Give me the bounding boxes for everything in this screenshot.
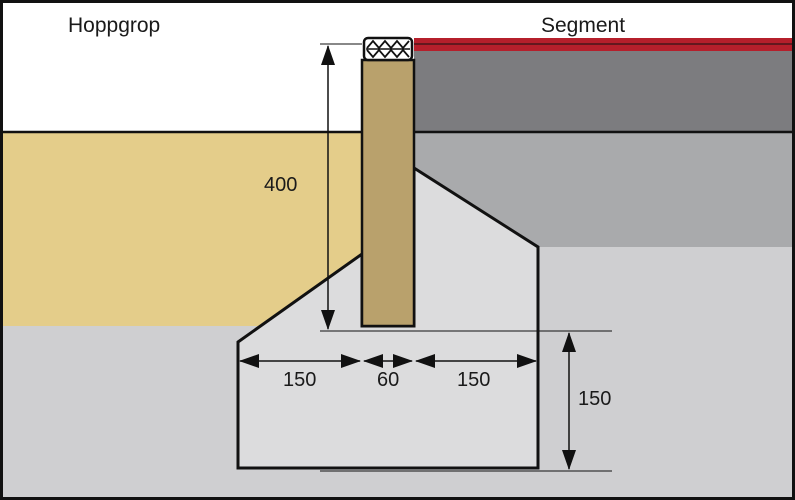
dim-foot-left-label: 150: [283, 369, 316, 391]
label-segment: Segment: [541, 14, 625, 37]
wall: [360, 58, 416, 328]
dim-foot-right-label: 150: [457, 369, 490, 391]
rubber-profile: [362, 36, 414, 62]
asphalt-layer: [414, 51, 793, 132]
grey-subbase: [414, 132, 793, 247]
grey-base-right: [538, 247, 793, 497]
dim-foot-height-label: 150: [578, 388, 611, 410]
dim-wall-thickness-label: 60: [377, 369, 399, 391]
sand-fill: [2, 132, 362, 326]
dim-wall-height-label: 400: [264, 174, 297, 196]
label-hoppgrop: Hoppgrop: [68, 14, 160, 37]
